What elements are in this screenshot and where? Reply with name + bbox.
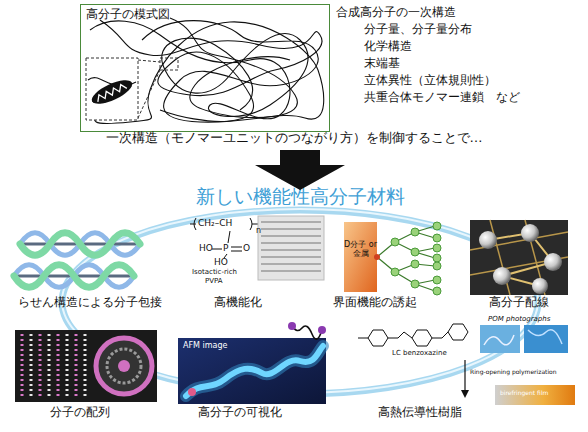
afm-illustration [178,322,326,404]
dendron-illustration [344,222,441,295]
figure-note: LC benzoxazine [392,349,472,357]
figure-note: PVPA [205,277,245,285]
figure-note: birefringent film [500,390,575,397]
item-caption: 界面機能の誘起 [320,296,430,310]
item-caption: らせん構造による分子包接 [5,296,175,310]
formula-text: O [243,243,253,253]
structure-heading: 合成高分子の一次構造 [336,6,566,20]
list-item: 末端基 [364,57,564,71]
item-caption: 高分子配線 [464,296,574,310]
lead-sentence: 一次構造（モノマーユニットのつながり方）を制御することで… [0,131,588,146]
formula-text: HO [214,257,230,267]
list-item: 立体異性（立体規則性） [364,74,574,88]
list-item: 化学構造 [364,40,564,54]
item-caption: 分子の配列 [15,406,145,420]
figure-note: Isotactic-rich [192,268,262,276]
figure-note: Ring-opening polymerization [470,369,580,376]
figure-note: AFM image [183,341,253,350]
arrangement-illustration [15,330,157,402]
figure-note: POM photographs [488,315,568,323]
list-item: 分子量、分子量分布 [364,23,564,37]
item-caption: 高機能化 [188,296,288,310]
formula-text: HO [199,243,215,253]
item-caption: 高熱伝導性樹脂 [360,406,480,420]
formula-text: P [223,243,233,253]
formula-text: n [256,226,266,235]
box-heading: 高分子の模式図 [86,8,206,22]
formula-text: CH₂–CH [198,218,258,228]
watermark-block [258,216,324,280]
list-item: 共重合体モノマー連鎖 など [364,91,584,105]
item-caption: 高分子の可視化 [180,406,300,420]
substrate-label: D分子 or 金属 [344,240,377,258]
down-arrow [255,150,345,190]
pvpa-structure [190,218,258,258]
zoom-inset [86,58,178,120]
wiring-illustration [470,220,568,295]
